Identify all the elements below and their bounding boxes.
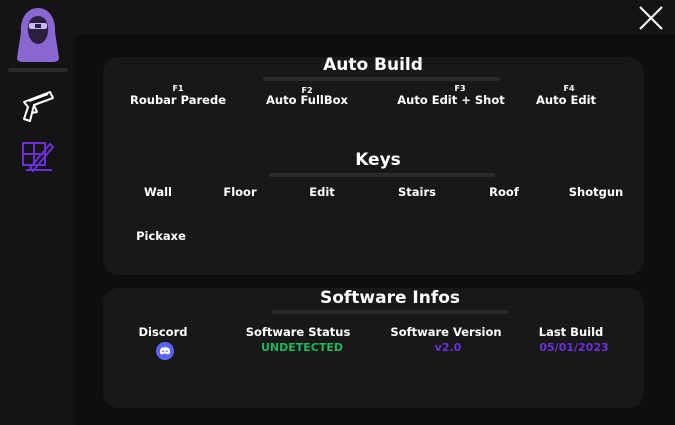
auto-build-auto-fullbox[interactable]: Auto FullBox — [266, 93, 348, 107]
key-f2: F2 — [301, 86, 313, 95]
auto-build-panel — [103, 57, 644, 275]
key-stairs[interactable]: Stairs — [398, 185, 436, 199]
key-f1: F1 — [172, 84, 184, 93]
build-edit-icon[interactable] — [20, 138, 56, 174]
discord-label: Discord — [138, 325, 188, 339]
key-f3: F3 — [454, 84, 466, 93]
auto-build-title-bar — [263, 77, 500, 81]
software-infos-title-bar — [272, 310, 508, 314]
auto-build-title: Auto Build — [323, 55, 423, 75]
keys-title: Keys — [355, 150, 401, 170]
auto-build-roubar-parede[interactable]: Roubar Parede — [130, 93, 226, 107]
hooded-avatar-icon — [17, 8, 59, 62]
key-edit[interactable]: Edit — [309, 185, 335, 199]
key-wall[interactable]: Wall — [144, 185, 172, 199]
last-build-value: 05/01/2023 — [539, 341, 609, 354]
key-pickaxe[interactable]: Pickaxe — [136, 229, 186, 243]
discord-icon[interactable] — [156, 342, 174, 360]
key-roof[interactable]: Roof — [489, 185, 519, 199]
keys-title-bar — [269, 173, 495, 177]
sidebar — [0, 0, 75, 425]
software-status-label: Software Status — [245, 325, 351, 339]
software-version-value: v2.0 — [434, 341, 462, 354]
software-status-value: UNDETECTED — [260, 341, 344, 354]
software-infos-panel — [103, 288, 644, 408]
software-version-label: Software Version — [390, 325, 502, 339]
auto-build-auto-edit[interactable]: Auto Edit — [535, 93, 597, 107]
software-infos-title: Software Infos — [319, 288, 461, 308]
close-icon[interactable] — [636, 3, 666, 33]
key-f4: F4 — [563, 84, 575, 93]
last-build-label: Last Build — [538, 325, 604, 339]
key-shotgun[interactable]: Shotgun — [568, 185, 624, 199]
key-floor[interactable]: Floor — [223, 185, 257, 199]
pistol-icon[interactable] — [20, 88, 56, 124]
auto-build-auto-edit-shot[interactable]: Auto Edit + Shot — [397, 93, 505, 107]
sidebar-divider — [8, 68, 68, 72]
